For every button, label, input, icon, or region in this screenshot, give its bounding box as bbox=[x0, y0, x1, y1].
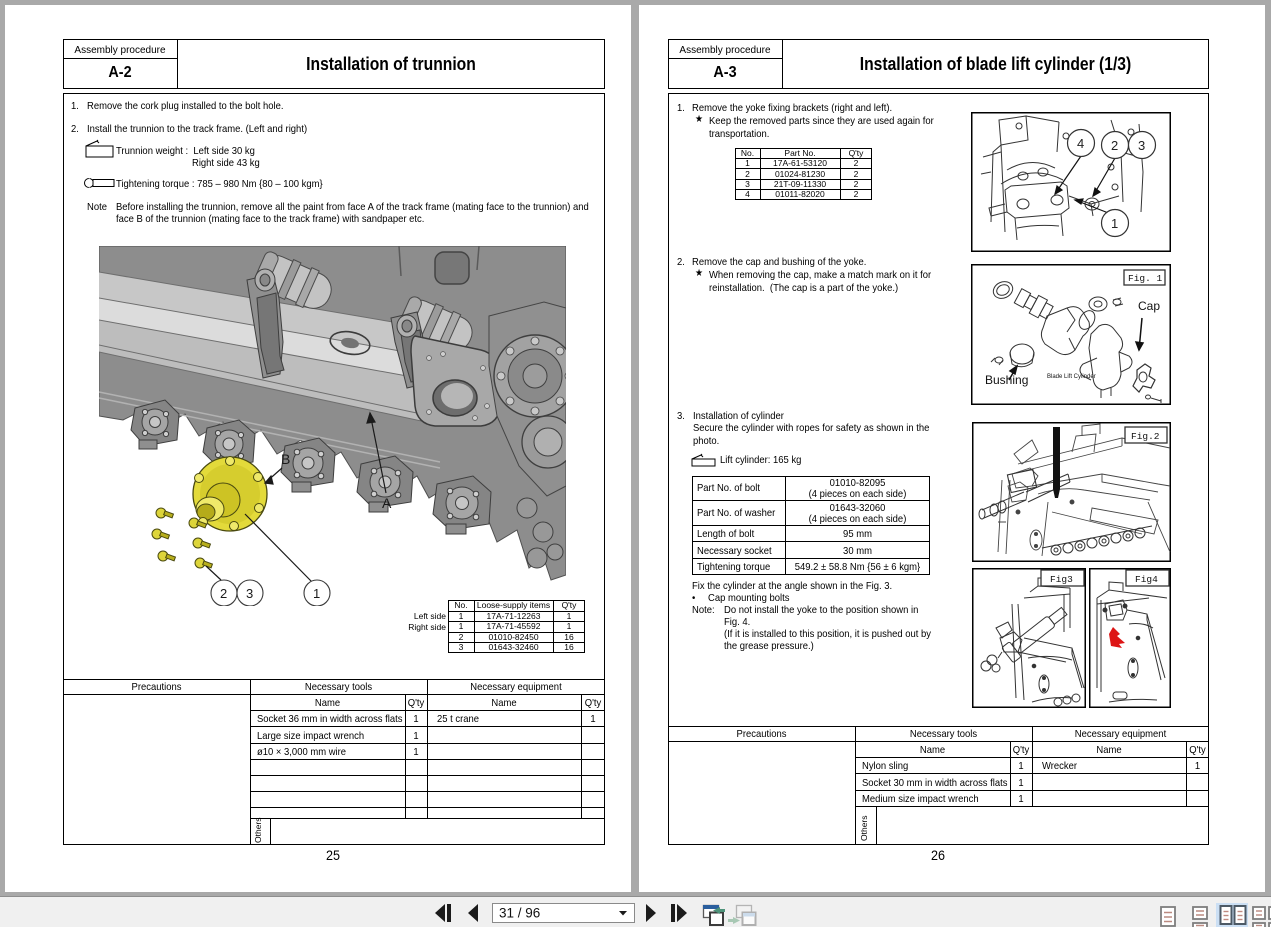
svg-text:Blade Lift Cylinder: Blade Lift Cylinder bbox=[1047, 374, 1096, 380]
svg-text:Fig3: Fig3 bbox=[1050, 574, 1073, 585]
svg-text:Fig.2: Fig.2 bbox=[1131, 431, 1160, 442]
svg-text:31 / 96: 31 / 96 bbox=[499, 906, 540, 921]
svg-text:B: B bbox=[281, 451, 290, 467]
svg-text:Fig. 1: Fig. 1 bbox=[1128, 273, 1163, 284]
svg-text:4: 4 bbox=[1077, 136, 1084, 151]
svg-text:A: A bbox=[382, 495, 392, 511]
svg-text:3: 3 bbox=[1138, 138, 1145, 153]
svg-text:2: 2 bbox=[220, 586, 227, 601]
svg-text:1: 1 bbox=[1111, 216, 1118, 231]
svg-text:Bushing: Bushing bbox=[985, 373, 1028, 387]
svg-text:2: 2 bbox=[1111, 138, 1118, 153]
svg-text:Cap: Cap bbox=[1138, 299, 1160, 313]
svg-text:1: 1 bbox=[313, 586, 320, 601]
svg-text:3: 3 bbox=[246, 586, 253, 601]
svg-text:Fig4: Fig4 bbox=[1135, 574, 1158, 585]
